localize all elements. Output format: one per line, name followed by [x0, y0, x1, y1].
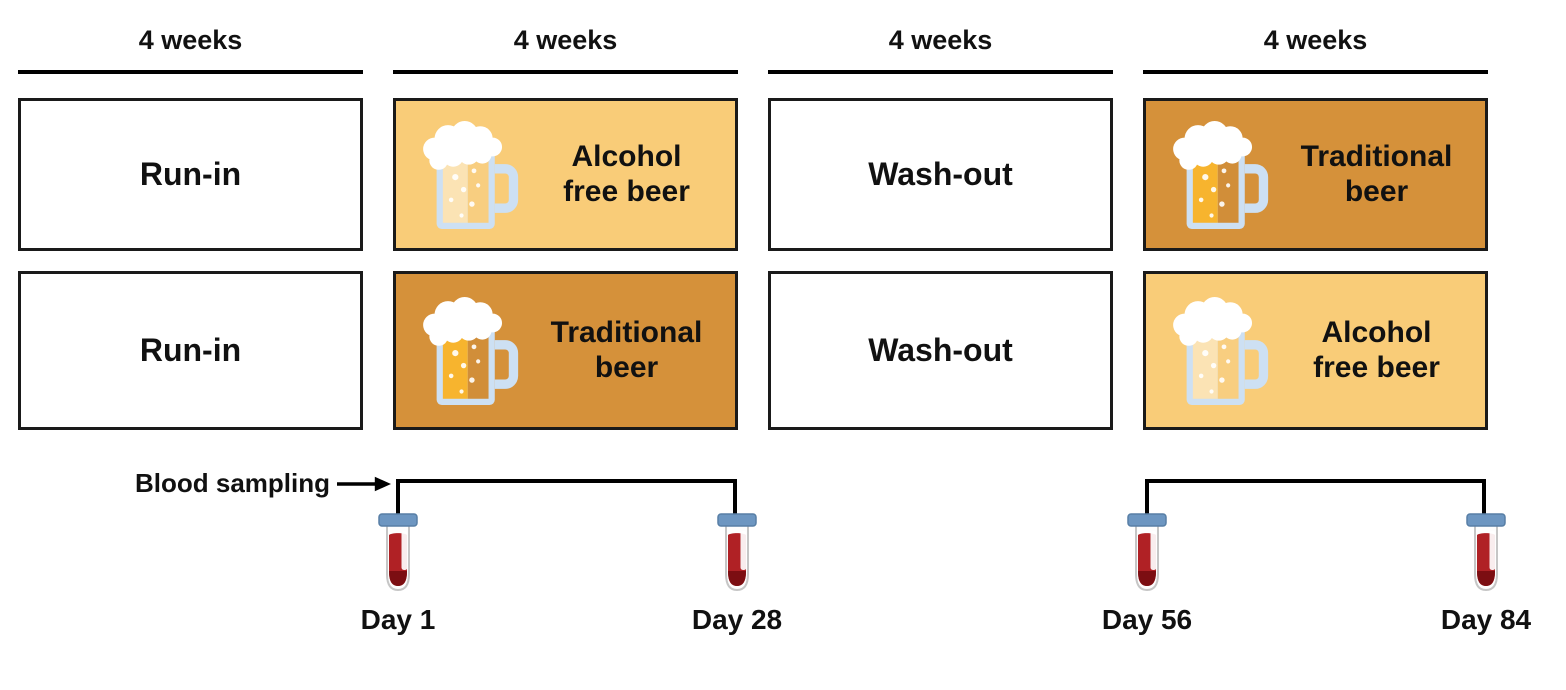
period-box-arm1-alcohol-free-beer: Alcohol free beer	[393, 98, 738, 251]
study-grid: 4 weeks Run-in Run-in 4 weeks Alcohol fr…	[18, 0, 1488, 430]
period-column-3: 4 weeks Wash-out Wash-out	[768, 0, 1113, 430]
period-column-4: 4 weeks Traditional beer Alcohol free be…	[1143, 0, 1488, 430]
beer-mug-icon	[1170, 292, 1278, 410]
period-label: Wash-out	[868, 156, 1013, 193]
beer-mug-icon	[420, 116, 528, 234]
sampling-bracket-period-4	[1145, 479, 1486, 517]
period-box-arm1-run-in: Run-in	[18, 98, 363, 251]
duration-label: 4 weeks	[138, 25, 243, 55]
period-label: Traditional beer	[1300, 140, 1453, 208]
period-box-arm1-wash-out: Wash-out	[768, 98, 1113, 251]
right-arrow-icon	[337, 476, 391, 492]
duration-label: 4 weeks	[1263, 25, 1368, 55]
sampling-bracket-period-2	[396, 479, 737, 517]
blood-tube-icon	[376, 508, 420, 596]
duration-underline	[768, 70, 1113, 74]
period-box-arm2-wash-out: Wash-out	[768, 271, 1113, 430]
period-label: Alcohol free beer	[1313, 316, 1440, 384]
day-label: Day 28	[691, 604, 783, 635]
beer-mug-icon	[1170, 116, 1278, 234]
duration-underline	[18, 70, 363, 74]
beer-mug-icon	[420, 292, 528, 410]
day-label: Day 1	[360, 604, 436, 635]
blood-tube-icon	[715, 508, 759, 596]
blood-tube-icon	[1125, 508, 1169, 596]
period-label: Run-in	[139, 156, 242, 193]
period-box-arm2-run-in: Run-in	[18, 271, 363, 430]
period-label: Wash-out	[868, 332, 1013, 369]
duration-label: 4 weeks	[513, 25, 618, 55]
period-box-arm2-traditional-beer: Traditional beer	[393, 271, 738, 430]
duration-underline	[393, 70, 738, 74]
period-label: Run-in	[139, 332, 242, 369]
period-column-2: 4 weeks Alcohol free beer Traditional be…	[393, 0, 738, 430]
blood-tube-icon	[1464, 508, 1508, 596]
period-box-arm1-traditional-beer: Traditional beer	[1143, 98, 1488, 251]
period-label: Traditional beer	[550, 316, 703, 384]
period-label: Alcohol free beer	[563, 140, 690, 208]
day-label: Day 84	[1440, 604, 1532, 635]
blood-sampling-label: Blood sampling	[135, 468, 330, 498]
period-box-arm2-alcohol-free-beer: Alcohol free beer	[1143, 271, 1488, 430]
duration-underline	[1143, 70, 1488, 74]
day-label: Day 56	[1101, 604, 1193, 635]
period-column-1: 4 weeks Run-in Run-in	[18, 0, 363, 430]
duration-label: 4 weeks	[888, 25, 993, 55]
